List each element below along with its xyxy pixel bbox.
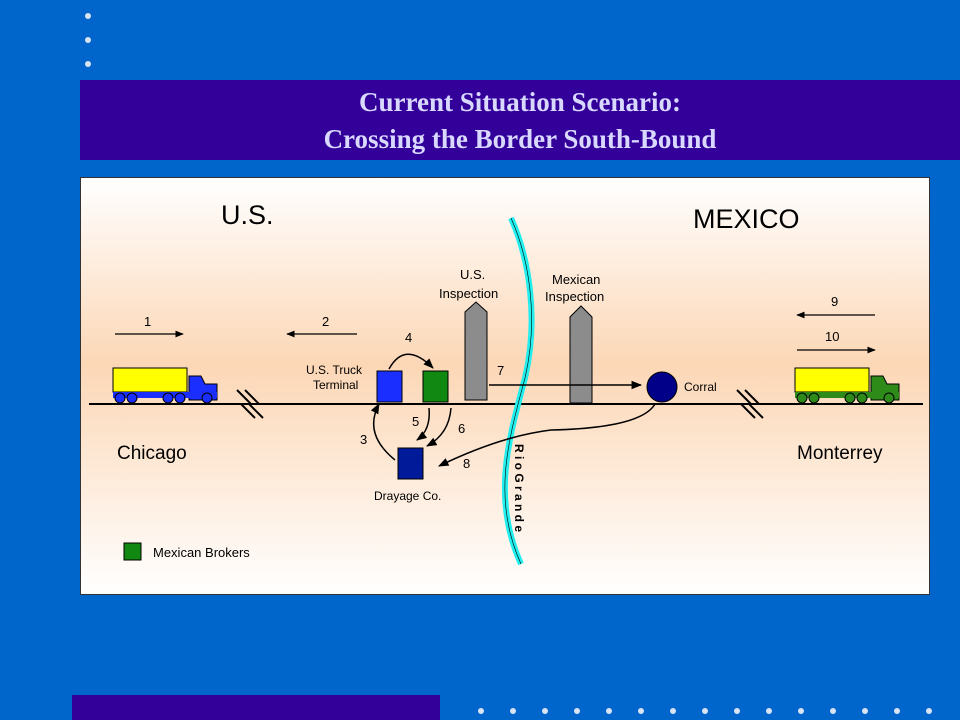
step-1-label: 1 [144, 314, 151, 329]
mexican-broker-box [422, 370, 449, 403]
truck-wheel [808, 392, 820, 404]
decor-dot [798, 708, 804, 714]
truck-wheel [114, 392, 126, 404]
step-8-arrow [438, 403, 656, 467]
corral-circle [646, 371, 678, 403]
drayage-label: Drayage Co. [374, 489, 441, 503]
truck-wheel [201, 392, 213, 404]
monterrey-label: Monterrey [797, 443, 883, 464]
decor-dot [478, 708, 484, 714]
border-crossing-diagram: U.S. MEXICO Chicago Monterrey 1 2 9 10 U… [80, 177, 930, 595]
truck-wheel [174, 392, 186, 404]
truck-trailer [794, 367, 870, 393]
slide-title-line1: Current Situation Scenario: [359, 87, 681, 117]
step-2-label: 2 [322, 314, 329, 329]
step-7-label: 7 [497, 363, 504, 378]
decor-dot [542, 708, 548, 714]
slide-title: Current Situation Scenario: Crossing the… [80, 80, 960, 160]
us-inspection-label-line1: U.S. [460, 267, 485, 282]
truck-wheel [796, 392, 808, 404]
rio-grande-river-edge [504, 217, 532, 565]
truck-terminal-label-line1: U.S. Truck [306, 363, 363, 377]
truck-wheel [883, 392, 895, 404]
step-5-arrow [416, 407, 430, 441]
mexican-truck [794, 367, 900, 404]
us-inspection-tower [464, 301, 488, 401]
mexican-inspection-label-line2: Inspection [545, 289, 604, 304]
decor-dot [702, 708, 708, 714]
us-truck [112, 367, 218, 404]
us-inspection-label-line2: Inspection [439, 286, 498, 301]
decor-dot [670, 708, 676, 714]
truck-wheel [844, 392, 856, 404]
mexico-label: MEXICO [693, 204, 800, 234]
truck-wheel [856, 392, 868, 404]
legend-swatch-mexican-brokers [123, 542, 142, 561]
mexican-inspection-label-line1: Mexican [552, 272, 600, 287]
decor-dot [830, 708, 836, 714]
step-5-label: 5 [412, 414, 419, 429]
step-4-arrow [388, 353, 434, 370]
us-truck-terminal-box [376, 370, 403, 403]
distance-break-symbol [244, 389, 264, 419]
step-8-label: 8 [463, 456, 470, 471]
rio-grande-label: R i o G r a n d e [512, 444, 526, 532]
truck-trailer [112, 367, 188, 393]
decor-dot [510, 708, 516, 714]
step-4-label: 4 [405, 330, 412, 345]
distance-break-symbol [236, 389, 256, 419]
slide-title-line2: Crossing the Border South-Bound [323, 124, 717, 154]
step-10-label: 10 [825, 329, 839, 344]
decor-dot [926, 708, 932, 714]
truck-wheel [126, 392, 138, 404]
legend-label: Mexican Brokers [153, 545, 250, 560]
decor-dot [85, 61, 91, 67]
truck-terminal-label-line2: Terminal [313, 378, 358, 392]
footer-bar [72, 695, 440, 720]
decor-dot [862, 708, 868, 714]
decor-dot [894, 708, 900, 714]
step-9-label: 9 [831, 294, 838, 309]
mexican-inspection-tower [569, 305, 593, 404]
drayage-company-box [397, 447, 424, 480]
decor-dot [766, 708, 772, 714]
diagram-background [81, 178, 929, 594]
decor-dot [638, 708, 644, 714]
decor-dot [85, 13, 91, 19]
decor-dot [606, 708, 612, 714]
us-label: U.S. [221, 200, 274, 230]
distance-break-symbol [744, 389, 764, 419]
step-6-arrow [426, 407, 452, 447]
chicago-label: Chicago [117, 443, 187, 464]
decor-dot [85, 37, 91, 43]
step-6-label: 6 [458, 421, 465, 436]
decor-dot [734, 708, 740, 714]
corral-label: Corral [684, 380, 717, 394]
distance-break-symbol [736, 389, 756, 419]
step-3-label: 3 [360, 432, 367, 447]
truck-wheel [162, 392, 174, 404]
decor-dot [574, 708, 580, 714]
step-3-arrow [370, 403, 396, 461]
